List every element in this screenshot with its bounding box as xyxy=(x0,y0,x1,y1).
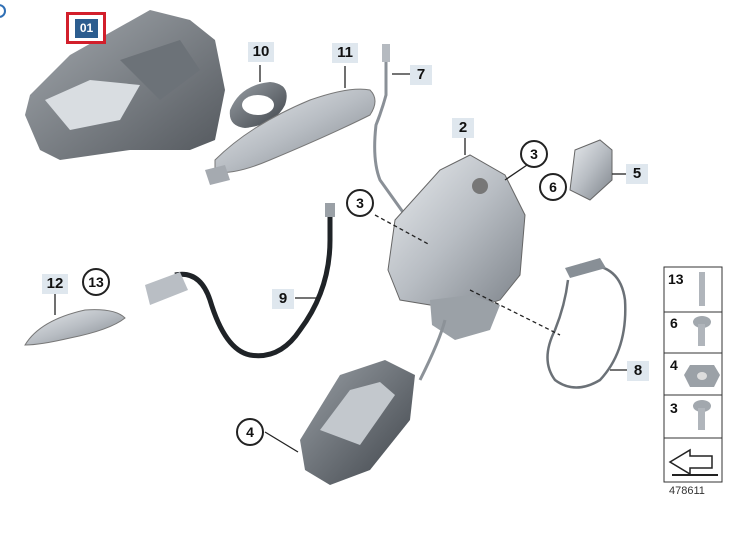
cable-part-8 xyxy=(469,258,628,389)
part-callout-6[interactable]: 6 xyxy=(539,173,567,201)
legend-label-4: 4 xyxy=(670,357,678,373)
outer-handle-part-11 xyxy=(205,66,376,185)
gasket-part-10 xyxy=(229,65,287,128)
inner-handle-part-12 xyxy=(24,293,126,346)
hardware-legend xyxy=(663,266,723,483)
part-callout-4[interactable]: 4 xyxy=(236,418,264,446)
cable-part-9 xyxy=(145,203,335,359)
rod-part-7 xyxy=(373,44,412,216)
actuator-part-4 xyxy=(264,319,447,485)
legend-label-6: 6 xyxy=(670,315,678,331)
legend-label-3: 3 xyxy=(670,400,678,416)
handle-carrier-part xyxy=(25,10,225,160)
assembly-tag[interactable]: 01 xyxy=(66,12,106,44)
part-label-8[interactable]: 8 xyxy=(627,361,649,381)
part-label-12[interactable]: 12 xyxy=(42,274,68,294)
part-callout-13[interactable]: 13 xyxy=(82,268,110,296)
assembly-tag-label: 01 xyxy=(75,19,98,38)
legend-label-13: 13 xyxy=(668,271,684,287)
striker-part-5 xyxy=(569,139,628,201)
door-lock-part-2 xyxy=(374,138,531,340)
part-label-5[interactable]: 5 xyxy=(626,164,648,184)
part-label-10[interactable]: 10 xyxy=(248,42,274,62)
part-label-9[interactable]: 9 xyxy=(272,289,294,309)
diagram-reference-number: 478611 xyxy=(669,485,705,497)
part-callout-3-left[interactable]: 3 xyxy=(346,189,374,217)
part-callout-3-upper[interactable]: 3 xyxy=(520,140,548,168)
part-label-7[interactable]: 7 xyxy=(410,65,432,85)
part-label-2[interactable]: 2 xyxy=(452,118,474,138)
part-label-11[interactable]: 11 xyxy=(332,43,358,63)
